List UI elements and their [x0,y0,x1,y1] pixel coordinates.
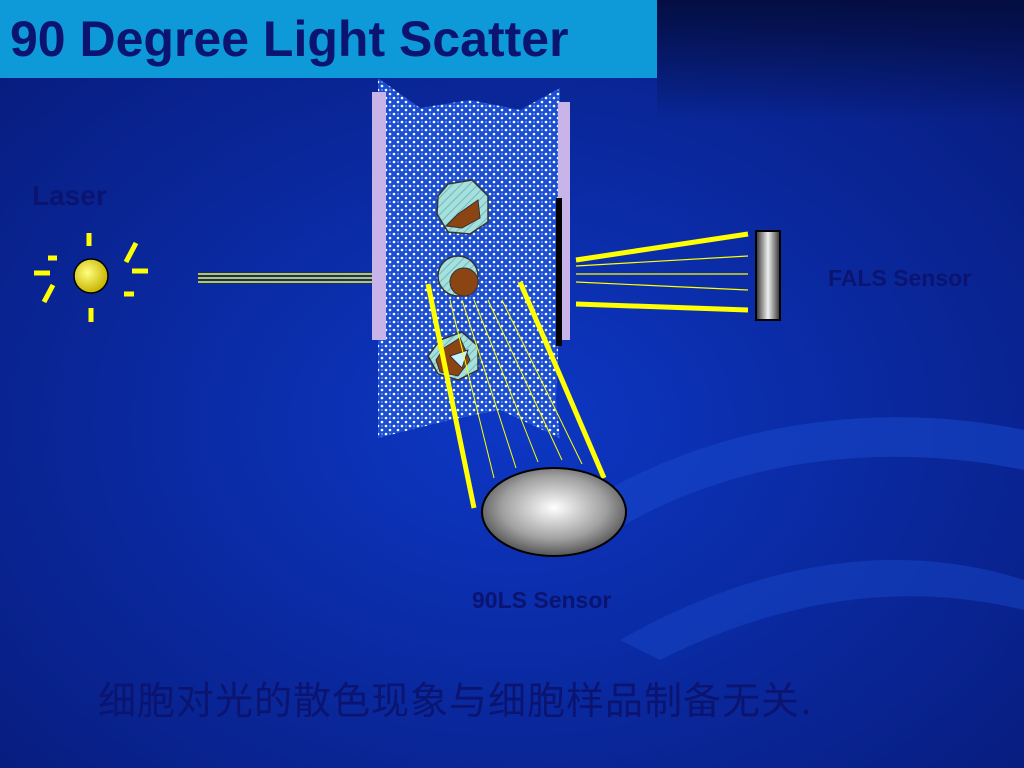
background-swirl-2 [620,560,1024,660]
cell-2 [437,255,479,297]
forward-scatter-light [575,231,749,313]
background-swirl [560,417,1024,540]
lens-sensor-icon [481,467,627,557]
ls90-sensor-label: 90LS Sensor [472,587,612,613]
laser-label: Laser [32,180,107,211]
top-shadow [657,0,1024,120]
flow-cell-left-wall [372,92,386,340]
cell-1 [436,179,489,235]
sample-stream [378,78,560,438]
slide-caption: 细胞对光的散色现象与细胞样品制备无关. [98,679,814,723]
slide-title: 90 Degree Light Scatter [10,11,569,67]
light-bulb-icon [34,233,148,322]
laser-beam [198,273,374,283]
obscuration-bar [556,198,562,346]
title-box: 90 Degree Light Scatter [0,0,657,78]
rectangular-sensor-icon [755,230,781,321]
fals-sensor-label: FALS Sensor [828,265,972,291]
side-scatter-light [425,281,607,509]
